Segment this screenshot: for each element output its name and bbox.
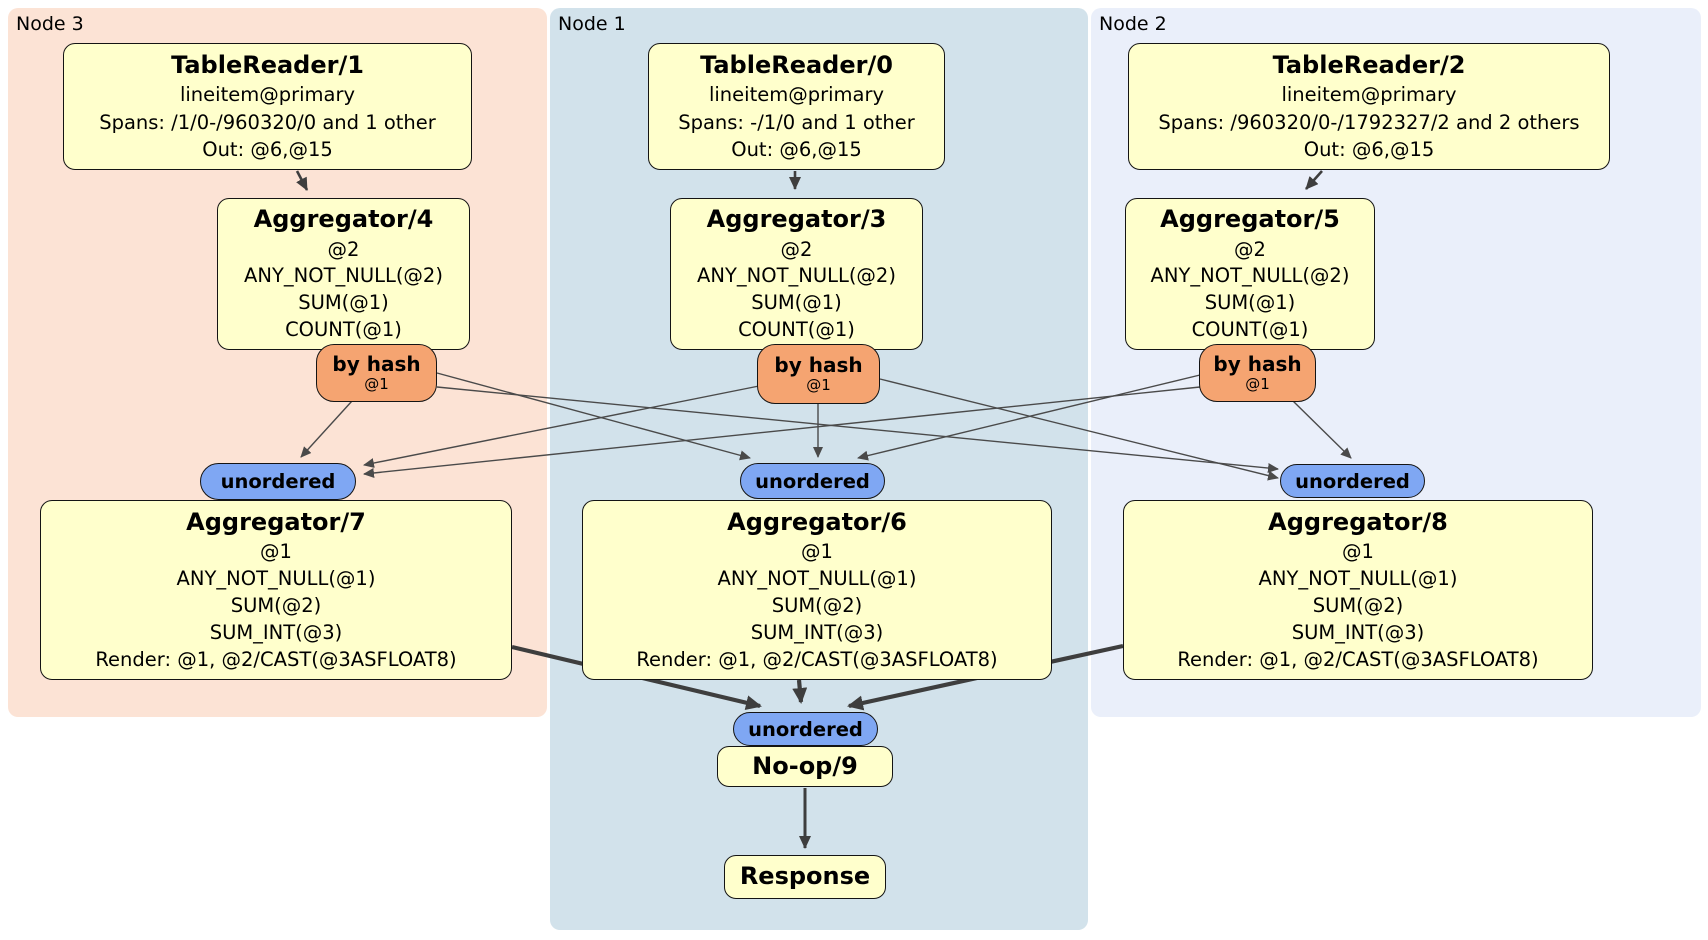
processor-spans-line: Spans: /960320/0-/1792327/2 and 2 others <box>1158 110 1580 134</box>
edge <box>879 378 1279 481</box>
response-node: Response <box>724 855 886 899</box>
processor-index-line: lineitem@primary <box>708 83 885 107</box>
processor-render-line: Render: @1, @2/CAST(@3ASFLOAT8) <box>95 647 457 671</box>
edge <box>1292 400 1352 459</box>
processor-aggregator-7: Aggregator/7 @1 ANY_NOT_NULL(@1) SUM(@2)… <box>40 500 512 680</box>
processor-agg-line: SUM(@2) <box>1312 593 1404 617</box>
processor-title: Aggregator/7 <box>186 507 366 536</box>
processor-title: Aggregator/5 <box>1160 205 1340 234</box>
processor-agg-line: ANY_NOT_NULL(@1) <box>176 566 376 590</box>
processor-render-line: Render: @1, @2/CAST(@3ASFLOAT8) <box>636 647 998 671</box>
processor-out-line: Out: @6,@15 <box>202 137 333 161</box>
processor-render-line: Render: @1, @2/CAST(@3ASFLOAT8) <box>1177 647 1539 671</box>
processor-agg-line: COUNT(@1) <box>738 318 855 342</box>
hash-router: by hash @1 <box>1199 344 1316 402</box>
unordered-sync: unordered <box>1280 464 1425 498</box>
hash-router: by hash @1 <box>316 344 437 402</box>
processor-aggregator-8: Aggregator/8 @1 ANY_NOT_NULL(@1) SUM(@2)… <box>1123 500 1593 680</box>
processor-title: Aggregator/8 <box>1268 507 1448 536</box>
edge <box>436 386 1279 474</box>
processor-spans-line: Spans: -/1/0 and 1 other <box>678 110 915 134</box>
edge <box>363 385 760 468</box>
processor-title: TableReader/2 <box>1272 50 1466 79</box>
processor-title: Aggregator/6 <box>727 507 907 536</box>
tablereader-to-aggregator-edges <box>295 170 1323 191</box>
unordered-sync: unordered <box>200 463 356 500</box>
processor-group-line: @1 <box>260 539 292 563</box>
processor-title: Response <box>739 862 871 891</box>
processor-agg-line: ANY_NOT_NULL(@1) <box>1258 566 1458 590</box>
processor-title: TableReader/1 <box>171 50 364 79</box>
processor-group-line: @1 <box>1342 539 1374 563</box>
hash-router: by hash @1 <box>757 344 880 404</box>
node1-panel-label: Node 1 <box>558 13 626 35</box>
processor-agg-line: COUNT(@1) <box>1191 318 1309 342</box>
processor-index-line: lineitem@primary <box>179 83 356 107</box>
hash-router-key: @1 <box>806 376 831 395</box>
processor-group-line: @1 <box>801 539 833 563</box>
node2-panel-label: Node 2 <box>1099 13 1167 35</box>
processor-agg-line: ANY_NOT_NULL(@2) <box>1150 264 1350 288</box>
hash-router-label: by hash <box>774 353 863 378</box>
processor-aggregator-6: Aggregator/6 @1 ANY_NOT_NULL(@1) SUM(@2)… <box>582 500 1052 680</box>
processor-tablereader-0: TableReader/0 lineitem@primary Spans: -/… <box>648 43 945 170</box>
edge <box>792 679 808 704</box>
processor-agg-line: SUM(@2) <box>230 593 322 617</box>
processor-agg-line: ANY_NOT_NULL(@1) <box>717 566 917 590</box>
edge <box>295 170 309 191</box>
processor-title: Aggregator/3 <box>706 205 887 234</box>
processor-tablereader-1: TableReader/1 lineitem@primary Spans: /1… <box>63 43 472 170</box>
processor-group-line: @2 <box>1234 237 1266 261</box>
processor-out-line: Out: @6,@15 <box>1303 137 1435 161</box>
processor-spans-line: Spans: /1/0-/960320/0 and 1 other <box>99 110 436 134</box>
processor-noop-9: No-op/9 <box>717 746 893 787</box>
hash-router-label: by hash <box>332 352 421 377</box>
processor-agg-line: ANY_NOT_NULL(@2) <box>697 264 896 288</box>
processor-tablereader-2: TableReader/2 lineitem@primary Spans: /9… <box>1128 43 1610 170</box>
processor-agg-line: SUM_INT(@3) <box>750 620 884 644</box>
hash-router-key: @1 <box>1245 375 1270 394</box>
processor-agg-line: ANY_NOT_NULL(@2) <box>244 264 443 288</box>
processor-agg-line: SUM_INT(@3) <box>209 620 343 644</box>
processor-agg-line: SUM(@1) <box>298 291 389 315</box>
processor-agg-line: SUM(@2) <box>771 593 863 617</box>
processor-group-line: @2 <box>327 237 360 261</box>
node3-panel-label: Node 3 <box>16 13 84 35</box>
hash-router-key: @1 <box>364 375 389 394</box>
processor-title: Aggregator/4 <box>253 205 434 234</box>
processor-title: No-op/9 <box>752 751 858 780</box>
processor-title: TableReader/0 <box>700 50 893 79</box>
processor-group-line: @2 <box>780 237 813 261</box>
hash-router-label: by hash <box>1213 352 1302 377</box>
processor-out-line: Out: @6,@15 <box>731 137 862 161</box>
edge <box>857 374 1201 461</box>
unordered-sync: unordered <box>740 463 885 499</box>
processor-agg-line: SUM(@1) <box>751 291 842 315</box>
processor-agg-line: SUM(@1) <box>1204 291 1296 315</box>
processor-aggregator-4: Aggregator/4 @2 ANY_NOT_NULL(@2) SUM(@1)… <box>217 198 470 350</box>
hash-router-edges <box>300 372 1352 481</box>
processor-agg-line: SUM_INT(@3) <box>1291 620 1425 644</box>
edge <box>363 386 1201 478</box>
processor-aggregator-5: Aggregator/5 @2 ANY_NOT_NULL(@2) SUM(@1)… <box>1125 198 1375 350</box>
edge <box>436 372 751 461</box>
unordered-sync: unordered <box>733 712 878 746</box>
processor-index-line: lineitem@primary <box>1281 83 1457 107</box>
processor-agg-line: COUNT(@1) <box>285 318 402 342</box>
edge <box>300 400 353 458</box>
edge <box>1305 170 1323 190</box>
processor-aggregator-3: Aggregator/3 @2 ANY_NOT_NULL(@2) SUM(@1)… <box>670 198 923 350</box>
